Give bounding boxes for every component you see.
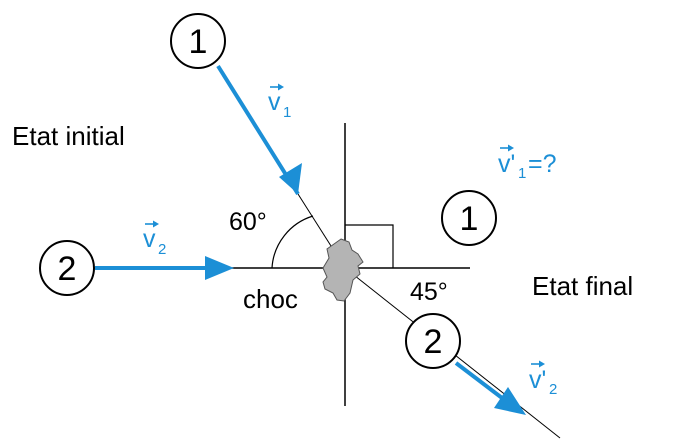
- v2-label: v 2: [143, 220, 166, 258]
- v2-arrowhead: [205, 256, 234, 280]
- v2-letter: v: [143, 225, 156, 253]
- collision-blob-icon: [322, 238, 364, 302]
- v2-prime-subscript: 2: [549, 381, 557, 398]
- v2-subscript: 2: [158, 241, 166, 258]
- v2-prime-arrowhead: [494, 387, 526, 415]
- ball2-final-number: 2: [424, 323, 443, 361]
- ball1-initial: 1: [170, 13, 226, 69]
- v2-prime-letter: v': [529, 366, 546, 394]
- v1-prime-letter: v': [498, 150, 515, 178]
- angle-60-label: 60°: [229, 208, 267, 236]
- v1-letter: v: [268, 88, 281, 116]
- ball2-final: 2: [405, 313, 461, 369]
- v1-arrow: [216, 64, 300, 196]
- v1-subscript: 1: [283, 104, 291, 121]
- v2-prime-arrow: [454, 361, 508, 403]
- angle-60-arc: [271, 215, 314, 269]
- final-state-label: Etat final: [532, 271, 633, 301]
- v1-label: v 1: [268, 83, 291, 121]
- collision-label: choc: [243, 284, 298, 314]
- v1-arrowhead: [279, 163, 302, 194]
- v1-prime-subscript: 1: [518, 165, 526, 182]
- v1-prime-question: =?: [528, 150, 557, 178]
- ball2-initial-number: 2: [58, 250, 77, 288]
- v1-prime-label: v' 1 =?: [498, 144, 557, 182]
- ball1-final-number: 1: [460, 200, 479, 238]
- right-angle-marker: [345, 224, 394, 268]
- initial-state-label: Etat initial: [12, 121, 125, 151]
- angle-45-label: 45°: [410, 278, 448, 306]
- ball2-initial: 2: [39, 240, 95, 296]
- ball1-final: 1: [441, 190, 497, 246]
- ball1-initial-number: 1: [189, 23, 208, 61]
- v2-prime-label: v' 2: [529, 360, 557, 398]
